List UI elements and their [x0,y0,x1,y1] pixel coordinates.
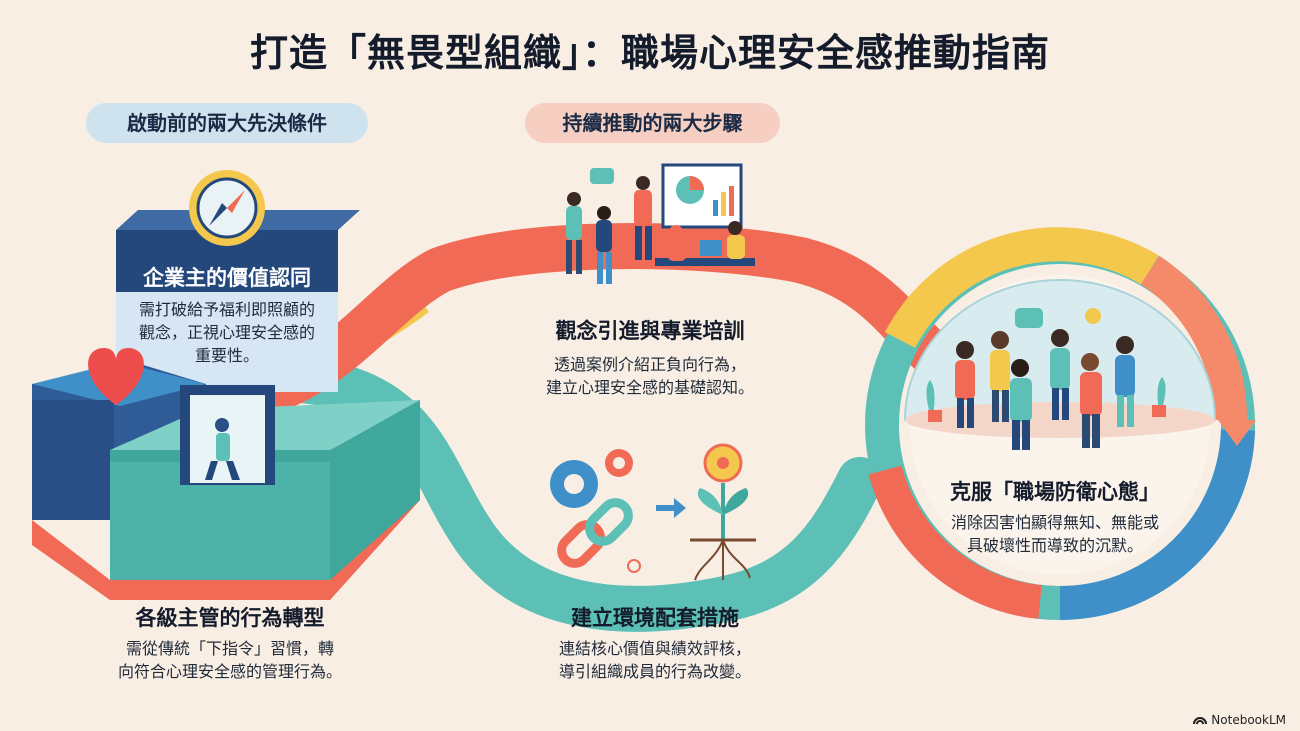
training-desc-1: 透過案例介紹正負向行為， [553,355,746,374]
training-illustration [566,163,755,284]
page-title: 打造「無畏型組織」：職場心理安全感推動指南 [249,31,1050,75]
dome-floor [905,402,1215,438]
steps-pill: 持續推動的兩大步驟 [525,103,780,143]
team-people-group [926,308,1166,450]
brand-label: NotebookLM [1211,713,1286,727]
defense-desc-2: 具破壞性而導致的沉默。 [966,536,1143,555]
defense-heading: 克服「職場防衛心態」 [950,480,1160,504]
owner-desc-1: 需打破給予福利即照顧的 [138,300,315,319]
managers-heading: 各級主管的行為轉型 [135,606,325,630]
brand-watermark: NotebookLM [1193,713,1286,727]
training-heading: 觀念引進與專業培訓 [555,319,745,343]
environment-heading: 建立環境配套措施 [571,606,739,630]
environment-desc-1: 連結核心價值與績效評核， [558,639,751,658]
training-desc-2: 建立心理安全感的基礎認知。 [545,378,754,397]
heart-icon [88,348,144,405]
notebooklm-logo-icon [1193,717,1208,725]
chain-icon [557,520,605,568]
ring-coral-lower-arc [868,465,1042,619]
ring-blue-arc [1059,429,1255,620]
owner-desc-3: 重要性。 [194,346,259,365]
environment-illustration [550,443,756,581]
defense-desc-1: 消除因害怕顯得無知、無能或 [950,513,1159,532]
arrow-right-icon [656,498,686,518]
owner-heading: 企業主的價值認同 [143,266,311,290]
owner-desc-2: 觀念，正視心理安全感的 [138,323,315,342]
ring-yellow-arc [884,227,1159,349]
prerequisites-pill: 啟動前的兩大先決條件 [86,103,368,143]
coral-flow-band [207,223,963,423]
ring-coral-arc [1140,255,1248,421]
prerequisite-blocks [32,170,420,600]
managers-desc-2: 向符合心理安全感的管理行為。 [117,662,342,681]
managers-desc-1: 需從傳統「下指令」習慣，轉 [125,639,334,658]
environment-desc-2: 導引組織成員的行為改變。 [558,662,751,681]
ring-arrowhead [1218,420,1256,446]
